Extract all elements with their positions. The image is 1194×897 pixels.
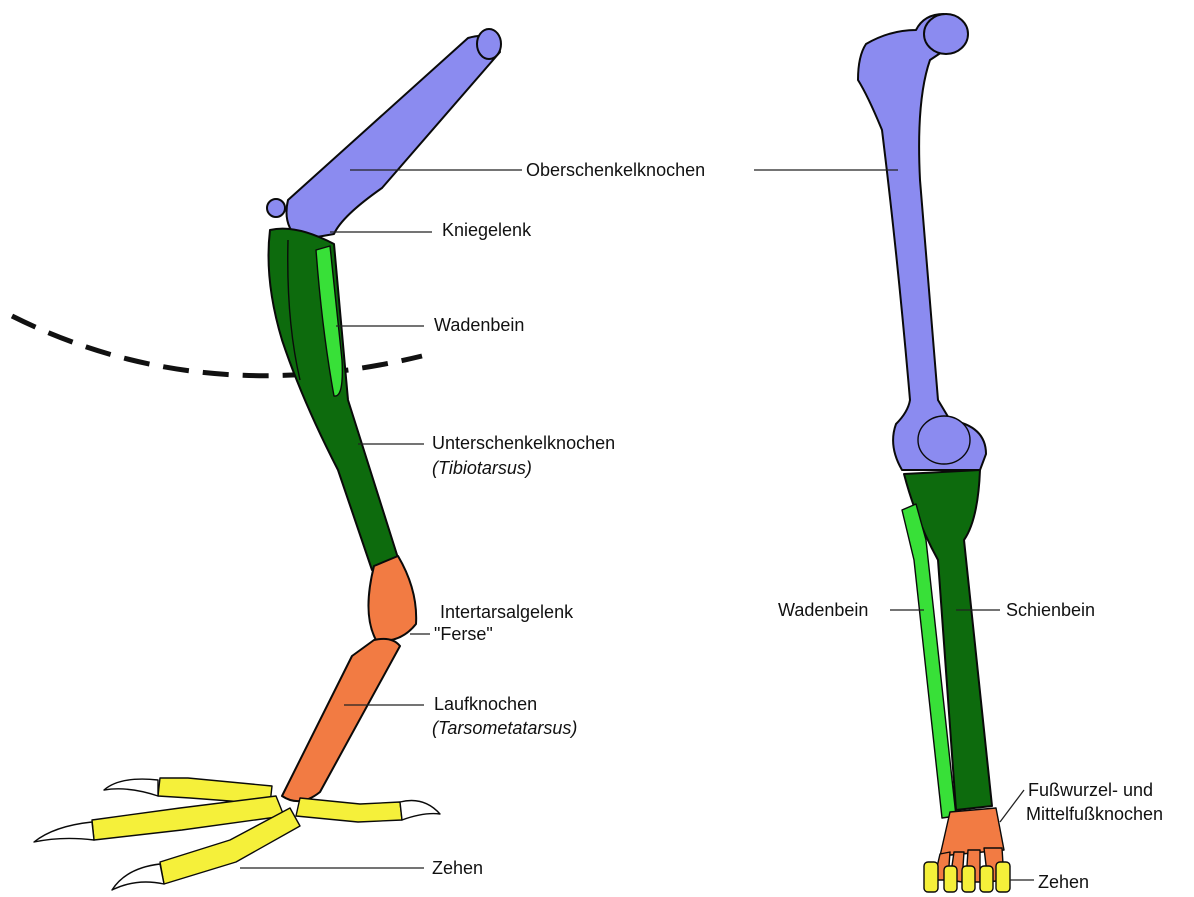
label-tarsals-line1: Fußwurzel- und [1028,780,1153,800]
label-bird-toes: Zehen [432,858,483,878]
label-tibiotarsus: Unterschenkelknochen [432,433,615,453]
label-human-tibia: Schienbein [1006,600,1095,620]
human-femur [858,14,986,470]
label-bird-femur: Oberschenkelknochen [526,160,705,180]
human-leader-lines [754,170,1034,880]
human-toes [924,862,1010,892]
bird-femur [267,29,501,240]
human-leg: Wadenbein Schienbein Fußwurzel- und Mitt… [754,14,1163,892]
label-human-toes: Zehen [1038,872,1089,892]
label-tarsometatarsus: Laufknochen [434,694,537,714]
label-bird-fibula: Wadenbein [434,315,524,335]
bird-toes [34,778,440,890]
bird-intertarsal-joint [368,556,416,641]
label-knee: Kniegelenk [442,220,532,240]
body-outline-dashed [12,316,422,376]
label-heel: "Ferse" [434,624,493,644]
label-tarsometatarsus-latin: (Tarsometatarsus) [432,718,577,738]
label-tibiotarsus-latin: (Tibiotarsus) [432,458,532,478]
label-human-fibula: Wadenbein [778,600,868,620]
bird-leg: Oberschenkelknochen Kniegelenk Wadenbein… [12,29,705,890]
label-intertarsal-joint: Intertarsalgelenk [440,602,574,622]
label-tarsals-line2: Mittelfußknochen [1026,804,1163,824]
bird-tarsometatarsus [282,639,400,801]
